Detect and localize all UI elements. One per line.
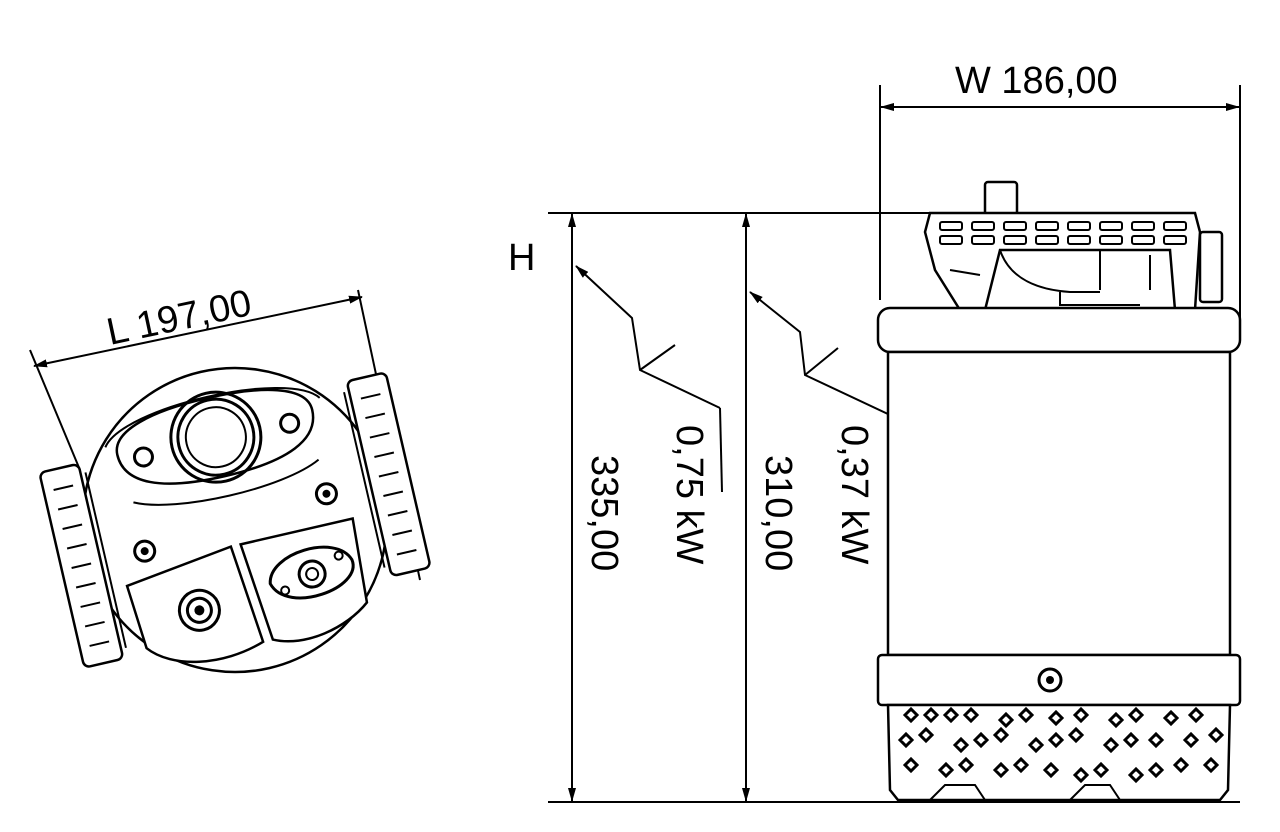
- width-dimension: W 186,00: [879, 60, 1241, 320]
- height-label-1: 335,00: [583, 455, 625, 571]
- handle-slots: [939, 221, 1187, 245]
- pump-side-view: [876, 180, 1242, 802]
- width-label: W 186,00: [955, 60, 1118, 102]
- power-label-2: 0,37 kW: [833, 425, 875, 565]
- height-symbol: H: [508, 237, 535, 279]
- length-label: L 197,00: [103, 282, 255, 354]
- height-dimensions: H 335,00 310,00 0,75 kW 0,37 kW: [508, 212, 1240, 803]
- strainer-holes: [897, 706, 1225, 784]
- power-label-1: 0,75 kW: [668, 425, 710, 565]
- height-label-2: 310,00: [757, 455, 799, 571]
- pump-top-view: [39, 366, 431, 674]
